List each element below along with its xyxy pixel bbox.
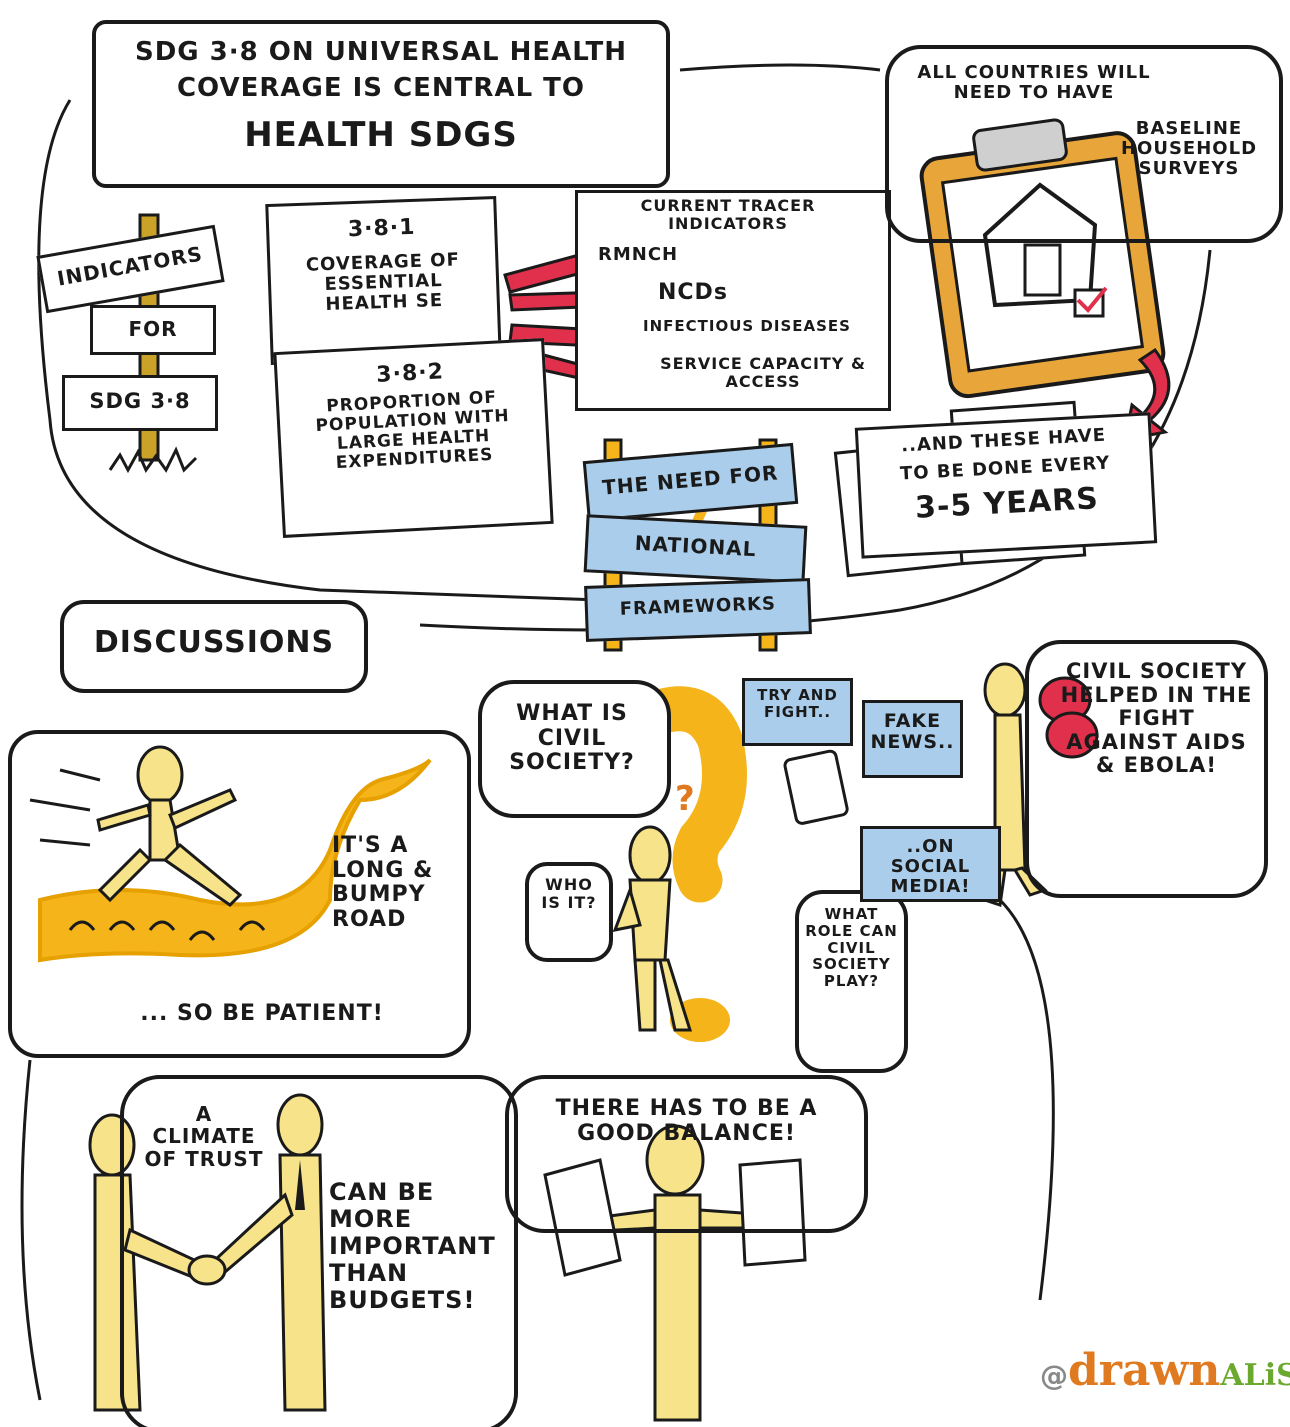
try-and-fight-text: TRY AND FIGHT.. — [757, 686, 838, 721]
credit-brand-drawn: drawn — [1068, 1345, 1221, 1396]
what-is-civil-bubble: WHAT IS CIVIL SOCIETY? — [478, 680, 671, 818]
balance-panel: THERE HAS TO BE A GOOD BALANCE! — [505, 1075, 868, 1233]
road-patient: ... SO BE PATIENT! — [140, 1001, 384, 1026]
road-panel: IT'S A LONG & BUMPY ROAD ... SO BE PATIE… — [8, 730, 471, 1058]
what-role-text: WHAT ROLE CAN CIVIL SOCIETY PLAY? — [805, 905, 898, 991]
tie — [295, 1160, 305, 1210]
board-label-frameworks: FRAMEWORKS — [619, 593, 777, 620]
grass — [108, 446, 198, 474]
tracer-item-infectious: INFECTIOUS DISEASES — [643, 317, 851, 335]
credit-at: @ — [1040, 1359, 1068, 1392]
board-national: NATIONAL — [583, 514, 808, 584]
fake-news-text: FAKE NEWS.. — [870, 710, 955, 754]
try-and-fight-box: TRY AND FIGHT.. — [742, 678, 853, 746]
signpost-sign-sdg: SDG 3·8 — [62, 375, 218, 431]
signpost-label-for: FOR — [128, 317, 178, 341]
signpost-label-sdg: SDG 3·8 — [89, 389, 191, 413]
aids-ebola-bubble: CIVIL SOCIETY HELPED IN THE FIGHT AGAINS… — [1025, 640, 1268, 898]
clipboard-icon — [919, 118, 1166, 399]
fake-news-box: FAKE NEWS.. — [862, 700, 963, 778]
surveys-line-1: ALL COUNTRIES WILL NEED TO HAVE — [917, 62, 1151, 104]
drawnalism-credit: @drawnALiSM® — [1040, 1345, 1290, 1415]
board-label-national: NATIONAL — [634, 530, 758, 562]
who-is-it-text: WHO IS IT? — [541, 875, 597, 912]
surveys-bubble: ALL COUNTRIES WILL NEED TO HAVE BASELINE… — [885, 45, 1283, 243]
title-box: SDG 3·8 ON UNIVERSAL HEALTH COVERAGE IS … — [92, 20, 670, 188]
aids-ebola-text: CIVIL SOCIETY HELPED IN THE FIGHT AGAINS… — [1060, 659, 1253, 778]
tracer-item-ncds: NCDs — [658, 280, 728, 305]
social-media-box: ..ON SOCIAL MEDIA! — [860, 826, 1001, 902]
indicator-382-card: 3·8·2 PROPORTION OF POPULATION WITH LARG… — [273, 338, 554, 538]
trust-panel: A CLIMATE OF TRUST CAN BE MORE IMPORTANT… — [120, 1075, 518, 1427]
tracer-heading: CURRENT TRACER INDICATORS — [640, 196, 816, 233]
tracer-indicators-card: CURRENT TRACER INDICATORS RMNCH NCDs INF… — [575, 190, 891, 411]
discussions-label: DISCUSSIONS — [93, 625, 335, 660]
connector-line-lower — [20, 1059, 42, 1401]
trust-text-1: A CLIMATE OF TRUST — [144, 1102, 264, 1171]
social-media-text: ..ON SOCIAL MEDIA! — [890, 836, 971, 898]
every-years-card: ..AND THESE HAVE TO BE DONE EVERY 3-5 YE… — [854, 412, 1158, 559]
discussions-bubble: DISCUSSIONS — [60, 600, 368, 693]
indicator-382-text: PROPORTION OF POPULATION WITH LARGE HEAL… — [315, 387, 511, 474]
connector-line-bottom-right — [998, 898, 1055, 1301]
who-is-it-bubble: WHO IS IT? — [525, 862, 613, 962]
surveys-line-2: BASELINE HOUSEHOLD SURVEYS — [1120, 118, 1258, 180]
balance-text: THERE HAS TO BE A GOOD BALANCE! — [555, 1096, 818, 1146]
civil-question-text: WHAT IS CIVIL SOCIETY? — [509, 701, 635, 776]
what-role-bubble: WHAT ROLE CAN CIVIL SOCIETY PLAY? — [795, 890, 908, 1073]
indicator-381-card: 3·8·1 COVERAGE OF ESSENTIAL HEALTH SE — [265, 196, 502, 365]
boxing-glove-icon — [1038, 676, 1099, 759]
small-question-marks: ? — [675, 779, 695, 819]
road-bumps — [68, 920, 266, 941]
indicator-381-text: COVERAGE OF ESSENTIAL HEALTH SE — [305, 249, 461, 316]
board-label-need-for: THE NEED FOR — [601, 460, 780, 500]
road-text: IT'S A LONG & BUMPY ROAD — [332, 833, 434, 932]
phone-icon — [783, 749, 849, 825]
tracer-item-service: SERVICE CAPACITY & ACCESS — [660, 354, 866, 391]
signpost-sign-for: FOR — [90, 305, 216, 355]
trust-text-2: CAN BE MORE IMPORTANT THAN BUDGETS! — [329, 1178, 496, 1314]
title-line-1: SDG 3·8 ON UNIVERSAL HEALTH — [134, 37, 628, 67]
thinking-figure — [612, 825, 693, 1032]
question-mark-shape — [617, 686, 747, 903]
title-line-2: COVERAGE IS CENTRAL TO — [176, 73, 586, 103]
credit-brand-alism: ALiSM — [1220, 1358, 1290, 1393]
board-frameworks: FRAMEWORKS — [584, 578, 812, 642]
title-line-3: HEALTH SDGs — [244, 115, 518, 155]
motion-lines — [29, 768, 101, 847]
indicator-381-number: 3·8·1 — [347, 214, 416, 243]
connector-line-top — [37, 99, 601, 602]
every-years-line-3: 3-5 YEARS — [914, 481, 1100, 526]
connector-line-right — [679, 63, 881, 72]
running-figure — [96, 745, 243, 907]
tracer-item-rmnch: RMNCH — [598, 244, 679, 265]
handshake-figures — [88, 1093, 327, 1412]
